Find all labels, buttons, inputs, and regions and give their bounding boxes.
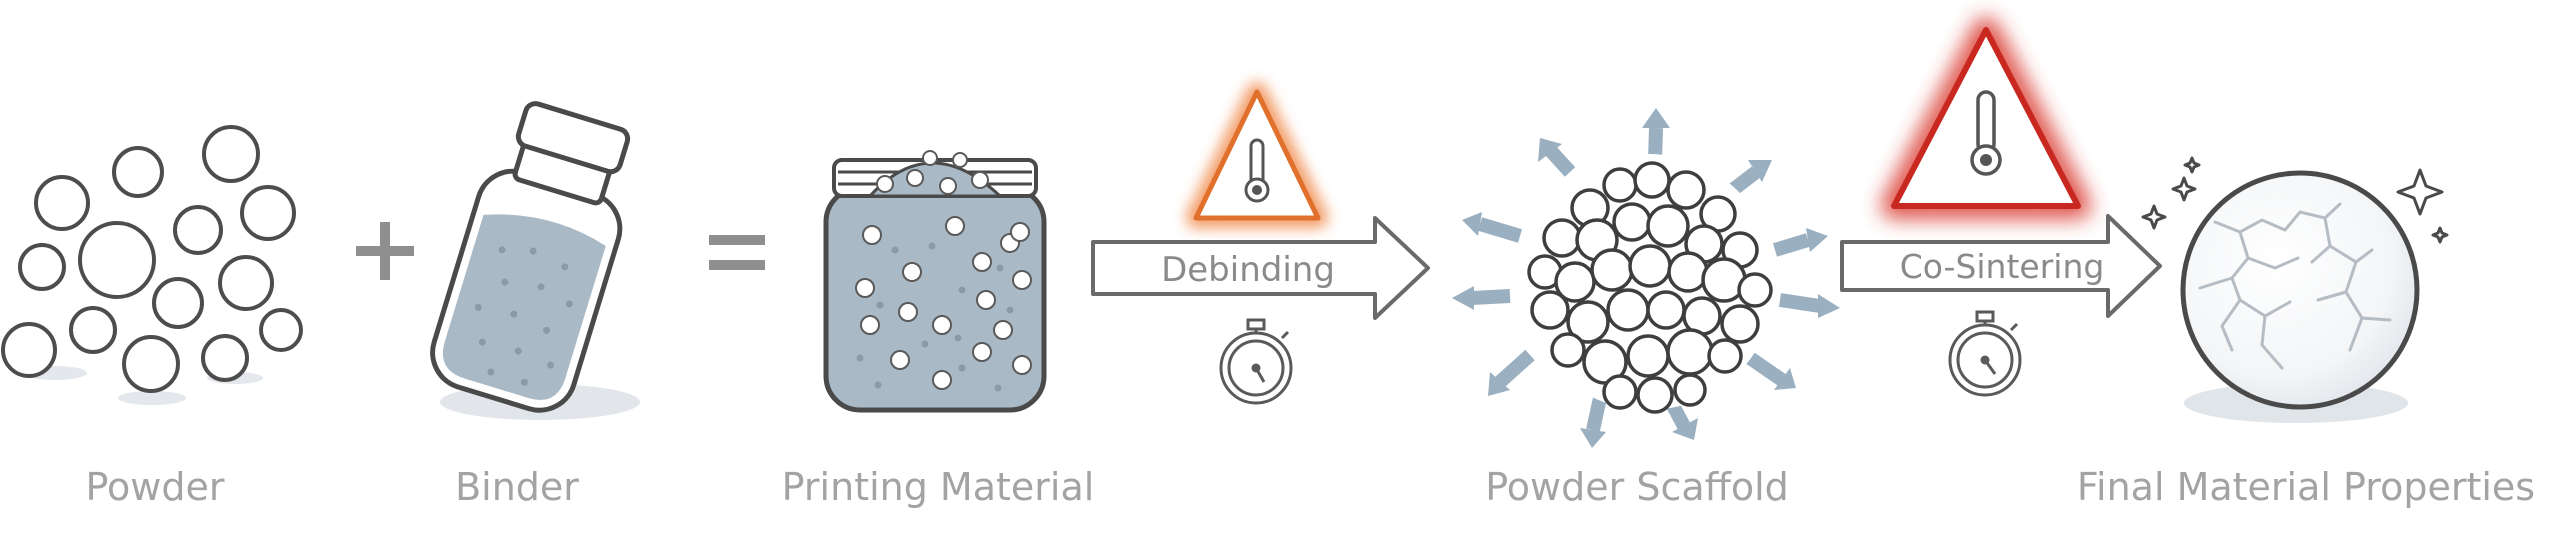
co-sintering-arrow: Co-Sintering	[1840, 214, 2162, 318]
printing-material-label: Printing Material	[781, 465, 1095, 509]
debinding-arrow: Debinding	[1091, 216, 1430, 320]
powder-scaffold-icon	[1452, 108, 1840, 448]
binder-bottle-icon	[430, 101, 640, 420]
co-sintering-thermometer-warning-icon	[1881, 17, 2091, 219]
co-sintering-label: Co-Sintering	[1900, 247, 2105, 286]
final-material-properties-label: Final Material Properties	[2076, 465, 2536, 509]
printing-material-jar-icon	[823, 150, 1047, 413]
powder-scaffold-label: Powder Scaffold	[1485, 465, 1789, 509]
powder-label: Powder	[85, 465, 225, 509]
binder-label: Binder	[455, 465, 579, 509]
final-material-sphere-icon	[2141, 156, 2449, 423]
powder-icon	[1, 125, 303, 405]
debinding-stopwatch-icon	[1219, 318, 1293, 405]
plus-operator	[356, 222, 414, 280]
debinding-thermometer-warning-icon	[1186, 82, 1328, 228]
debinding-label: Debinding	[1161, 250, 1335, 290]
equals-operator	[709, 235, 765, 270]
co-sintering-stopwatch-icon	[1948, 310, 2022, 397]
